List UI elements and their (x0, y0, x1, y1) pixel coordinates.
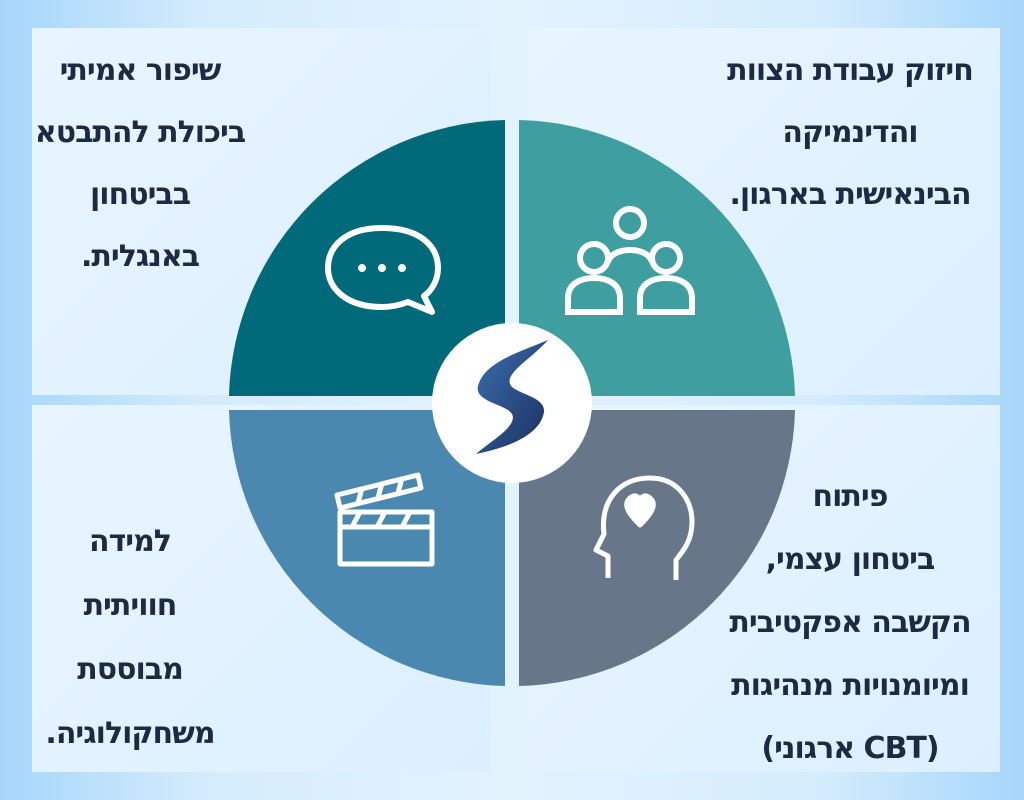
quadrant-bottom-left (229, 410, 505, 686)
text-line: באנגלית. (80, 239, 200, 274)
text-top-right: חיזוק עבודת הצוות והדינמיקה הבינאישית בא… (700, 40, 1000, 226)
text-line: ומיומנויות מנהיגות (731, 668, 970, 703)
quadrant-bottom-right (519, 410, 795, 686)
text-line: משחקולוגיה. (45, 716, 215, 751)
text-line: מבוססת (77, 652, 184, 687)
speech-bubble-icon (325, 225, 441, 315)
text-bottom-right: פיתוח ביטחון עצמי, הקשבה אפקטיבית ומיומנ… (700, 465, 1000, 780)
clapperboard-icon (334, 472, 435, 567)
team-icon (565, 206, 695, 315)
text-line: (CBT ארגוני) (761, 731, 939, 766)
logo-s-icon (476, 340, 548, 454)
text-line: חוויתית (83, 588, 178, 623)
text-line: הבינאישית בארגון. (729, 177, 971, 212)
text-bottom-left: למידה חוויתית מבוססת משחקולוגיה. (30, 510, 230, 766)
text-line: למידה (89, 524, 172, 559)
quadrant-top-left (229, 120, 505, 396)
text-line: הקשבה אפקטיבית (729, 605, 971, 640)
text-line: ביכולת להתבטא (34, 115, 246, 150)
text-line: שיפור אמיתי (59, 53, 222, 88)
head-heart-icon (593, 475, 695, 580)
text-line: והדינמיקה (782, 115, 918, 150)
quadrant-top-right (519, 120, 795, 396)
text-line: ביטחון עצמי, (765, 542, 936, 577)
text-line: חיזוק עבודת הצוות (727, 53, 974, 88)
text-top-left: שיפור אמיתי ביכולת להתבטא בביטחון באנגלי… (30, 40, 250, 288)
text-line: בביטחון (89, 177, 191, 212)
text-line: פיתוח (812, 479, 889, 514)
